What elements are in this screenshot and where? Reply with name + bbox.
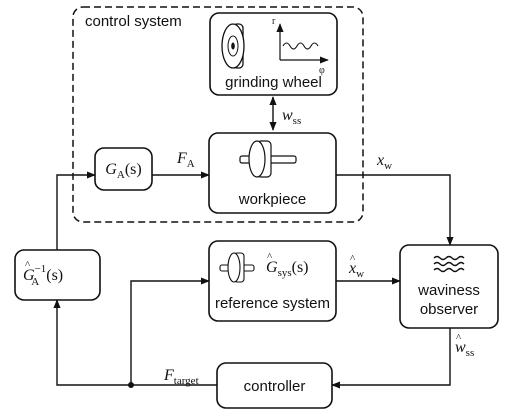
hat-accent: ^ [456, 332, 462, 344]
hat-accent: ^ [25, 259, 31, 271]
workpiece-block: workpiece [208, 132, 337, 214]
controller-block: controller [216, 362, 333, 409]
control-system-frame: control system [72, 6, 364, 223]
grinding-wheel-block: r φ grinding wheel [209, 12, 338, 96]
ftarget-wire [53, 299, 217, 386]
axis-r-label: r [272, 16, 276, 27]
axis-phi-label: φ [319, 65, 325, 76]
inverse-to-actuator-wire [56, 171, 96, 250]
waviness-observer-label-2: observer [420, 301, 478, 318]
hat-accent: ^ [350, 253, 356, 265]
wss-label: wss [282, 107, 301, 127]
wss-hat-label: wss [455, 339, 474, 359]
xw-hat-label: xw [348, 260, 364, 280]
grinding-wheel-label: grinding wheel [225, 74, 322, 91]
workpiece-label: workpiece [238, 191, 307, 208]
grinding-wheel-icon [221, 23, 245, 69]
controller-label: controller [244, 378, 306, 395]
ftarget-branch-wire [130, 277, 210, 385]
hat-accent: ^ [267, 251, 273, 263]
waviness-observer-label-1: waviness [417, 282, 480, 299]
xw-wire [336, 174, 454, 246]
actuator-block: GA(s) [94, 147, 153, 191]
branch-junction-dot [128, 382, 134, 388]
reference-system-block: Gsys(s) ^ reference system [208, 240, 337, 322]
reference-transfer-function: Gsys(s) [266, 259, 309, 279]
reference-workpiece-icon [219, 252, 255, 283]
reference-system-label: reference system [215, 295, 330, 312]
control-system-label: control system [85, 13, 182, 30]
workpiece-icon [239, 140, 297, 178]
waves-icon [433, 255, 465, 273]
fa-label: FA [176, 150, 195, 170]
waviness-plot-icon: r φ [272, 16, 329, 76]
waviness-observer-block: waviness observer [399, 244, 499, 329]
ftarget-label: Ftarget [163, 367, 199, 387]
xw-label: xw [376, 152, 392, 172]
wss-hat-wire [331, 328, 451, 389]
actuator-transfer-function: GA(s) [105, 161, 141, 181]
